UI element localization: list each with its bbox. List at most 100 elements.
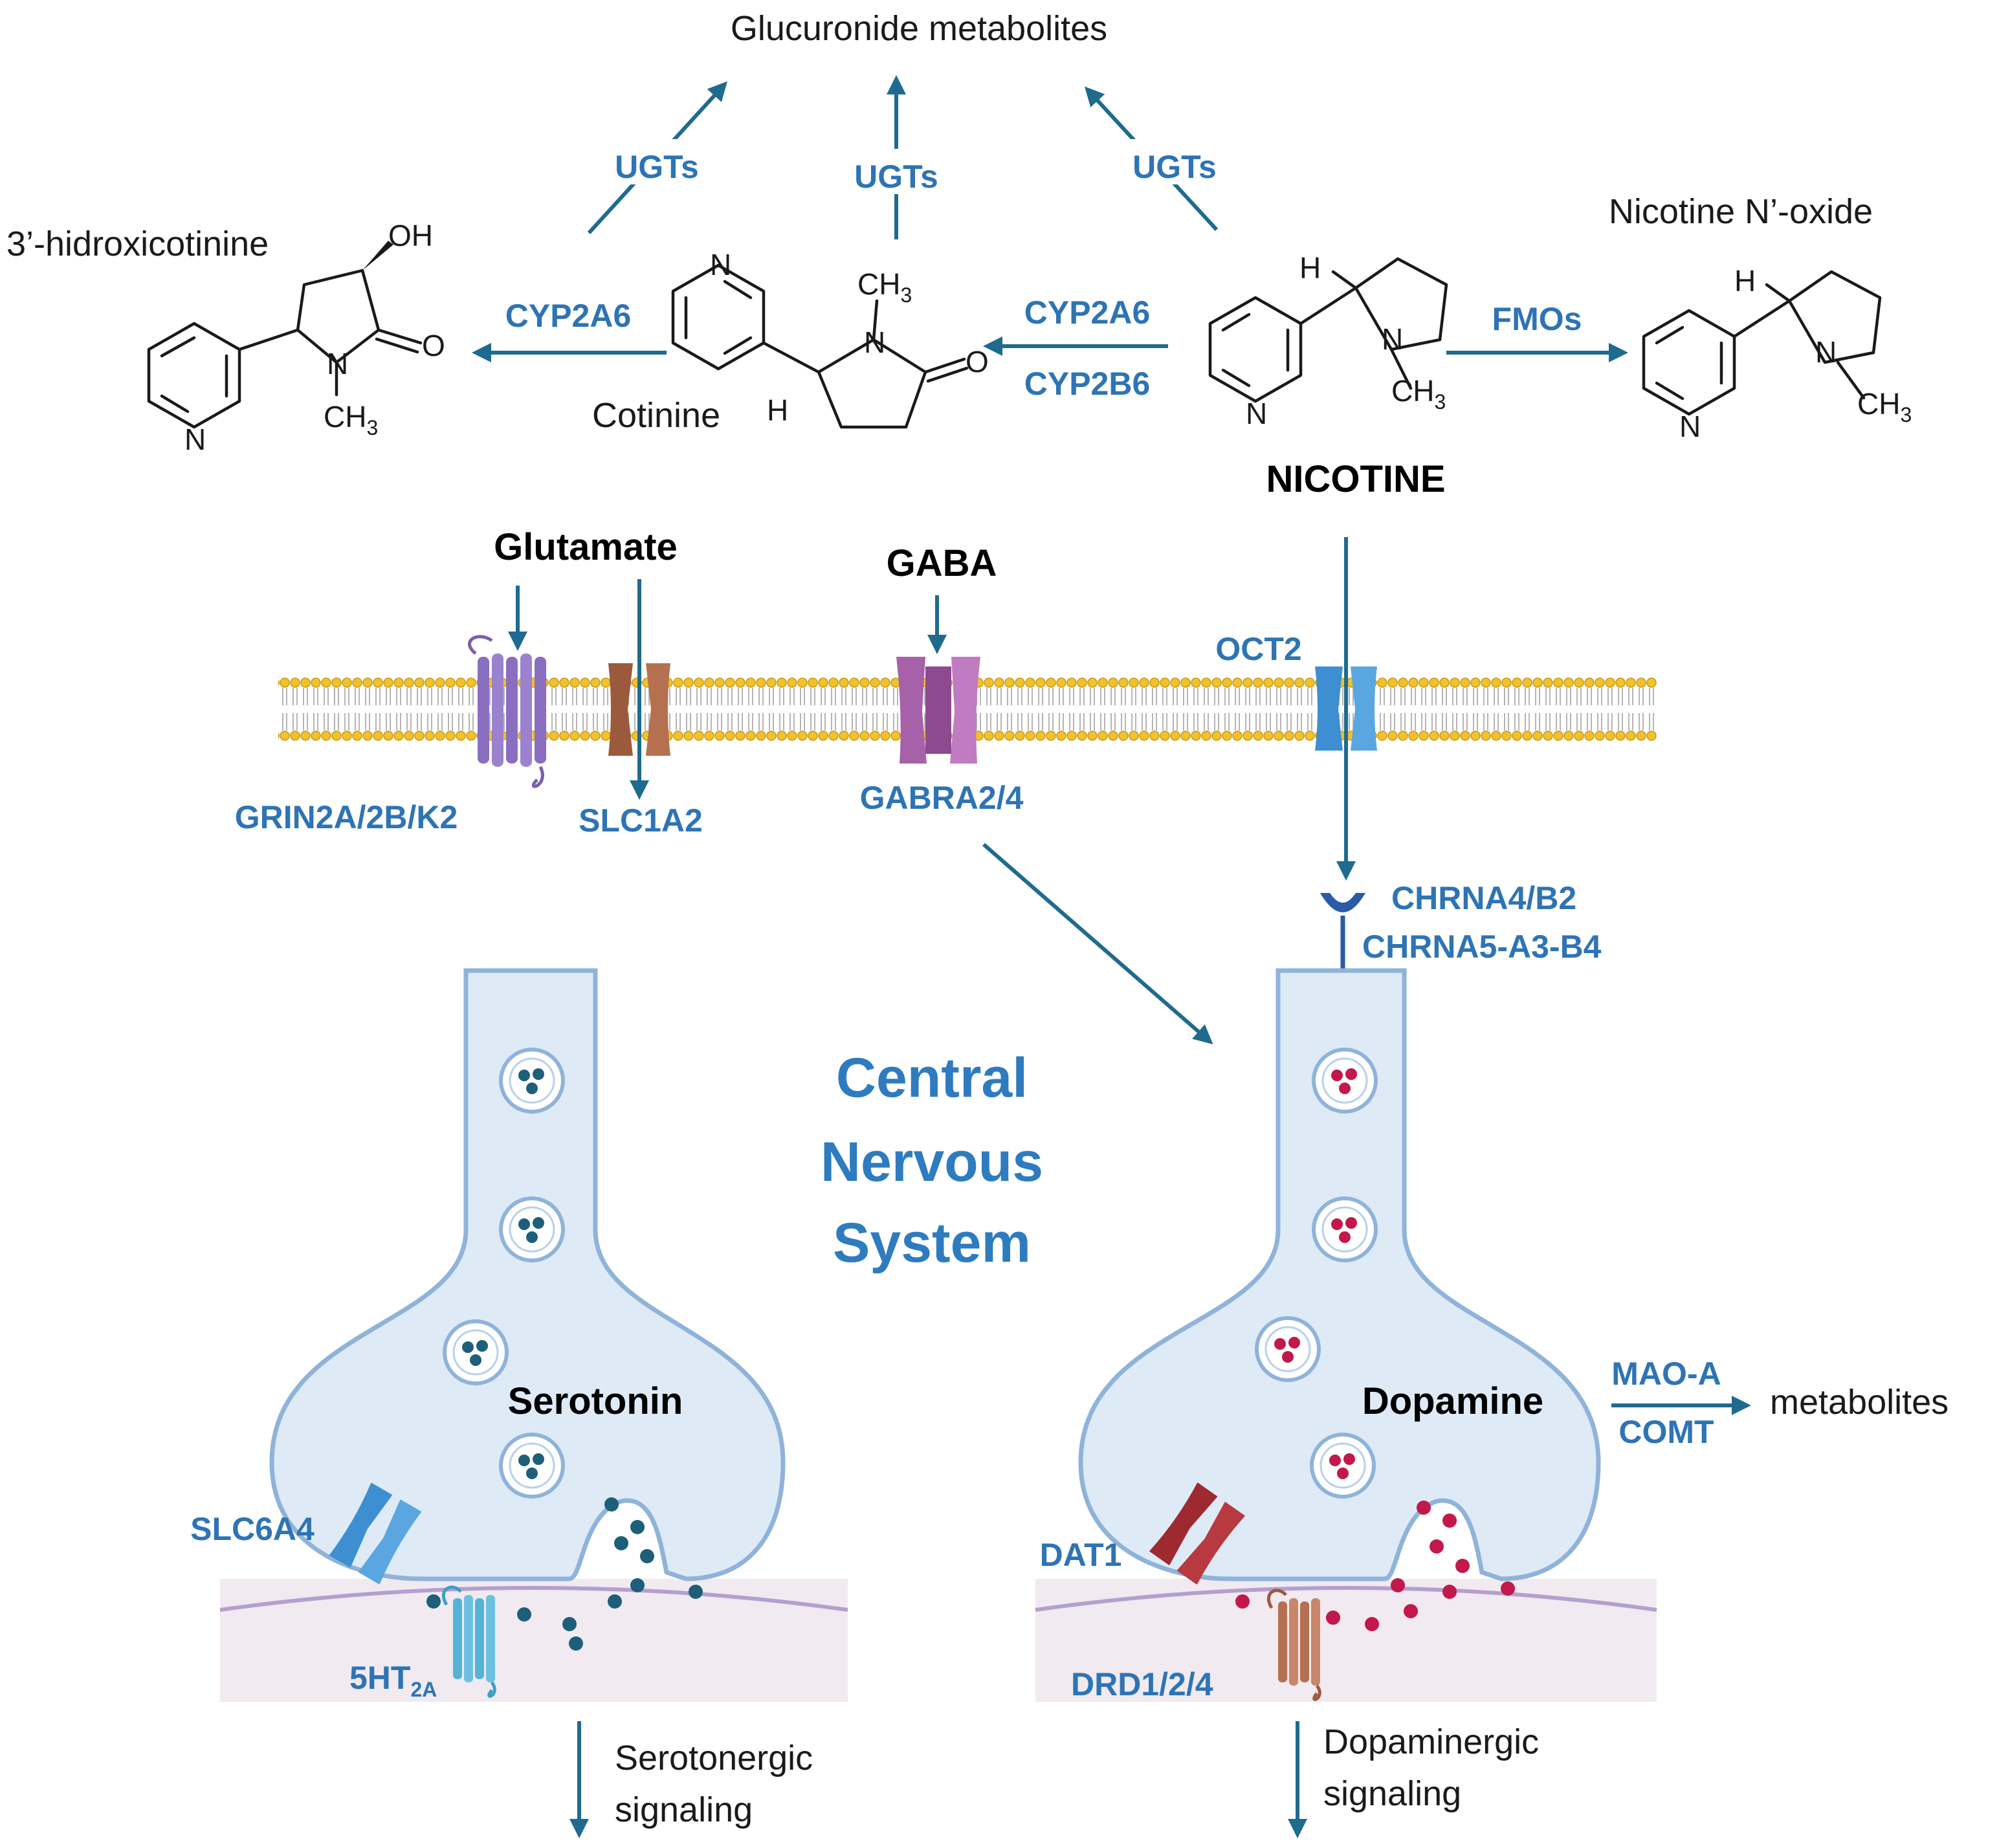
serotonin-molecule — [569, 1636, 583, 1651]
mao-a-label: MAO-A — [1611, 1356, 1721, 1392]
grin-label: GRIN2A/2B/K2 — [235, 799, 458, 835]
dopamine-vesicles — [1255, 1048, 1378, 1499]
ugt-label-left: UGTs — [615, 149, 699, 185]
dopamine-molecule — [1391, 1578, 1405, 1592]
serotonin-vesicles — [443, 1048, 565, 1499]
hydroxycotinine-label: 3’-hidroxicotinine — [6, 225, 269, 263]
nicotine-noxide-structure — [1642, 270, 1882, 416]
gaba-to-dopamine-arrow — [982, 842, 1213, 1044]
serotonin-molecule — [614, 1536, 628, 1550]
cns-line-3: System — [833, 1212, 1031, 1274]
dat1-transporter-icon — [1149, 1482, 1246, 1585]
atom-o-hydroxy: O — [422, 329, 445, 362]
dopamine-released-molecules — [1235, 1501, 1515, 1631]
serotonin-vesicle — [499, 1048, 565, 1114]
dopamine-molecule — [1404, 1604, 1418, 1618]
chrna-label-2: CHRNA5-A3-B4 — [1362, 929, 1602, 965]
slc6a4-transporter-icon — [329, 1482, 422, 1585]
serotonergic-label-1: Serotonergic — [615, 1739, 813, 1777]
atom-h-nicotine: H — [1299, 251, 1321, 285]
dopamine-molecule — [1365, 1617, 1379, 1631]
oct2-transporter-icon — [1315, 666, 1377, 751]
gaba-label: GABA — [887, 542, 997, 584]
serotonin-molecule — [562, 1617, 577, 1631]
serotonin-molecule — [517, 1607, 531, 1622]
serotonin-molecule — [640, 1549, 654, 1563]
atom-n-noxide-pyridine: N — [1679, 410, 1701, 443]
atom-n-nicotine-pyridine: N — [1246, 397, 1267, 430]
dopamine-molecule — [1442, 1585, 1457, 1599]
serotonin-molecule — [608, 1594, 622, 1609]
dopamine-molecule — [1326, 1611, 1340, 1625]
nachr-receptor-icon — [1320, 893, 1365, 912]
cyp2a6-label-mid: CYP2A6 — [1024, 294, 1151, 331]
dopaminergic-label-2: signaling — [1323, 1774, 1461, 1813]
gabra-receptor-icon — [896, 657, 980, 764]
dopaminergic-label-1: Dopaminergic — [1323, 1722, 1539, 1761]
serotonin-molecule — [630, 1578, 645, 1592]
grin-receptor-icon — [468, 635, 546, 788]
nicotine-structure — [1208, 257, 1448, 403]
cns-line-1: Central — [836, 1047, 1028, 1109]
ugt-label-right: UGTs — [1132, 149, 1217, 185]
glucuronide-label: Glucuronide metabolites — [731, 9, 1107, 48]
drd-label: DRD1/2/4 — [1071, 1666, 1213, 1702]
atom-n-cotinine-ring: N — [864, 325, 885, 359]
serotonin-molecule — [630, 1520, 645, 1534]
dopamine-neuron — [1035, 968, 1657, 1702]
atom-o-cotinine: O — [966, 345, 989, 379]
dopamine-label: Dopamine — [1362, 1380, 1543, 1422]
atom-oh: OH — [388, 219, 433, 252]
dopamine-molecule — [1430, 1539, 1444, 1554]
atom-h-noxide: H — [1734, 264, 1756, 298]
nicotine-label: NICOTINE — [1266, 458, 1445, 500]
gabra-label: GABRA2/4 — [860, 780, 1024, 816]
dopamine-molecule — [1235, 1594, 1250, 1609]
drd-receptor-icon — [1266, 1589, 1321, 1701]
serotonin-molecule — [604, 1497, 619, 1512]
atom-ch3-nicotine: CH3 — [1391, 374, 1446, 413]
dopamine-vesicle — [1255, 1316, 1321, 1382]
atom-ch3-noxide: CH3 — [1857, 387, 1912, 426]
cotinine-structure — [671, 263, 969, 429]
dopamine-metabolites-label: metabolites — [1770, 1383, 1949, 1422]
dopamine-vesicle — [1312, 1048, 1378, 1114]
serotonin-neuron — [219, 968, 848, 1702]
slc1a2-label: SLC1A2 — [579, 802, 703, 839]
glutamate-label: Glutamate — [494, 526, 678, 568]
dopamine-molecule — [1501, 1581, 1515, 1596]
dopamine-molecule — [1455, 1559, 1470, 1573]
atom-n-noxide-ring: N — [1815, 335, 1837, 369]
serotonin-molecule — [689, 1585, 703, 1599]
cyp2a6-label-left: CYP2A6 — [505, 298, 632, 334]
atom-n-hydroxy-ring: N — [327, 347, 348, 380]
chrna-label-1: CHRNA4/B2 — [1391, 880, 1576, 916]
serotonergic-label-2: signaling — [615, 1790, 753, 1829]
serotonin-vesicle — [443, 1319, 509, 1385]
slc6a4-label: SLC6A4 — [190, 1511, 315, 1547]
noxide-label: Nicotine N’-oxide — [1609, 192, 1873, 231]
ugt-label-mid: UGTs — [854, 159, 938, 195]
atom-h-cotinine: H — [767, 393, 788, 427]
dopamine-molecule — [1417, 1501, 1431, 1515]
5ht2a-receptor-icon — [441, 1585, 496, 1698]
serotonin-released-molecules — [426, 1497, 703, 1651]
cotinine-label: Cotinine — [592, 396, 720, 435]
serotonin-molecule — [426, 1594, 441, 1609]
serotonin-vesicle — [499, 1433, 565, 1499]
atom-n-cotinine-pyridine: N — [710, 248, 731, 281]
serotonin-vesicle — [499, 1196, 565, 1262]
atom-n-nicotine-ring: N — [1382, 322, 1403, 356]
fmos-label: FMOs — [1492, 301, 1582, 337]
cns-line-2: Nervous — [821, 1131, 1043, 1193]
comt-label: COMT — [1618, 1414, 1714, 1450]
dopamine-molecule — [1442, 1513, 1457, 1528]
oct2-label: OCT2 — [1215, 631, 1301, 667]
atom-ch3-cotinine: CH3 — [857, 267, 912, 307]
hydroxycotinine-structure — [147, 241, 423, 429]
dat1-label: DAT1 — [1040, 1537, 1122, 1573]
atom-n-hydroxy-pyridine: N — [184, 423, 206, 456]
slc1a2-transporter-icon — [608, 663, 670, 756]
dopamine-vesicle — [1310, 1433, 1376, 1499]
